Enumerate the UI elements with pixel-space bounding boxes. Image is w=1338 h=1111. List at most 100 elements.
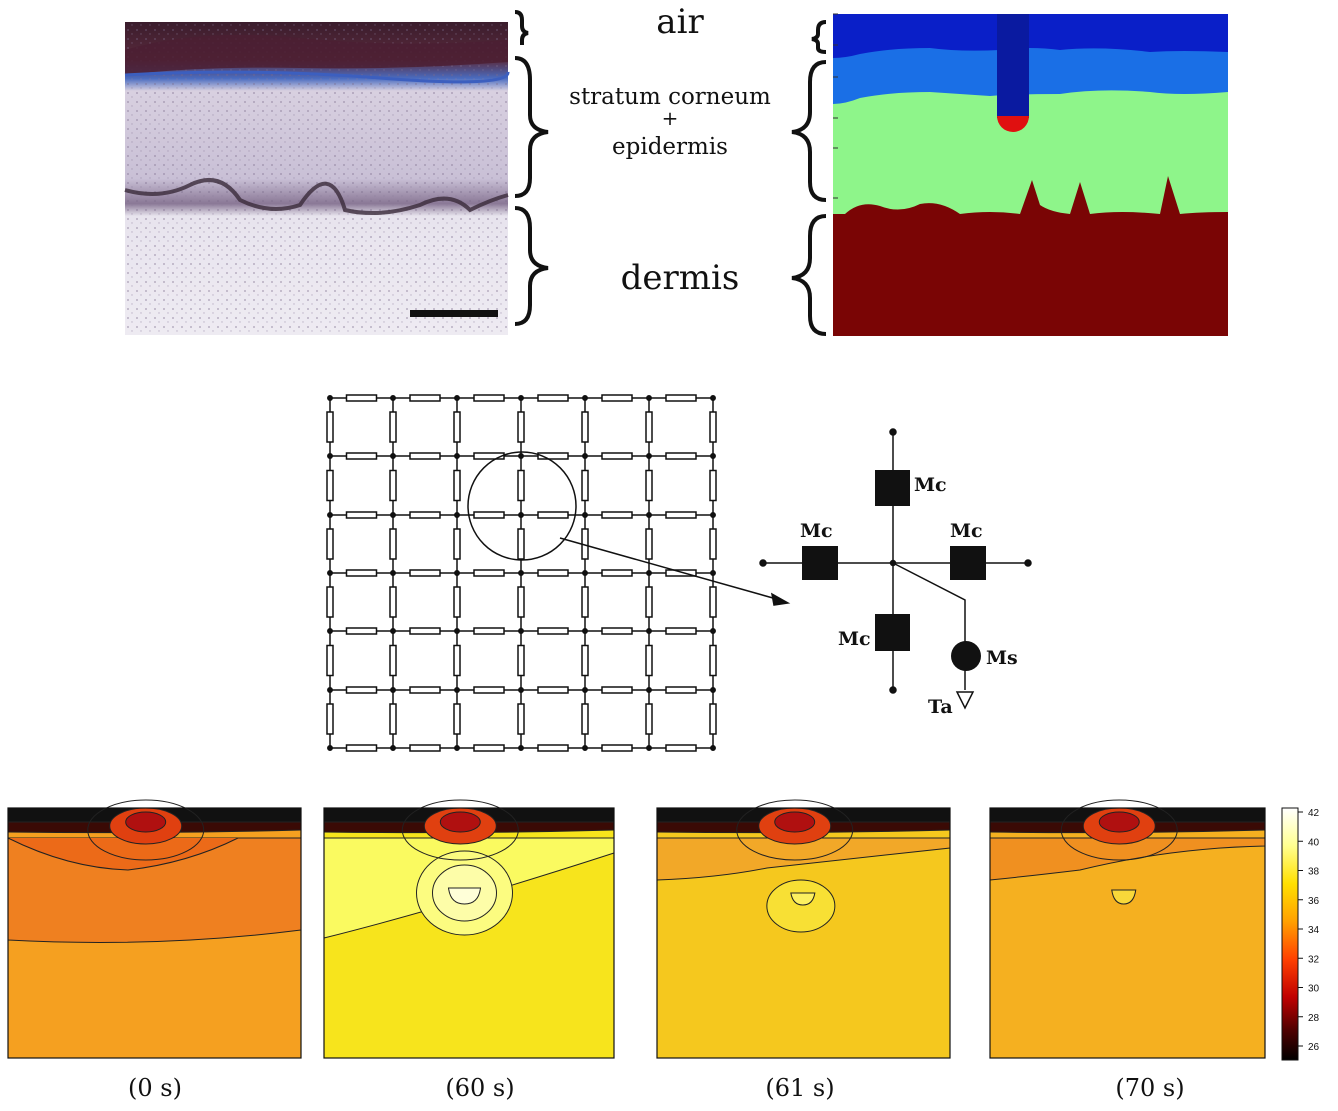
colorbar-tick-label: 34 (1308, 925, 1320, 936)
grid-resistor-v (517, 703, 525, 735)
grid-node (582, 687, 588, 693)
colorbar-tick-label: 40 (1308, 837, 1320, 848)
grid-node (582, 628, 588, 634)
grid-node (327, 687, 333, 693)
grid-resistor-v (517, 469, 525, 502)
probe-tip (997, 116, 1029, 132)
grid-resistor-h (537, 744, 569, 752)
label-mc-left: Mc (800, 520, 833, 542)
grid-resistor-v (326, 469, 334, 502)
label-ms: Ms (986, 647, 1018, 669)
grid-resistor-v (389, 528, 397, 560)
grid-resistor-h (345, 511, 378, 519)
colorbar-tick-label: 42 (1308, 808, 1320, 819)
grid-resistor-h (345, 627, 378, 635)
grid-resistor-v (709, 528, 717, 560)
grid-resistor-v (326, 586, 334, 618)
grid-node (582, 512, 588, 518)
grid-resistor-h (665, 686, 697, 694)
histology-image (124, 22, 510, 335)
grid-resistor-v (517, 528, 525, 560)
mc-left-block (802, 546, 838, 580)
grid-node (518, 395, 524, 401)
grid-resistor-v (389, 644, 397, 677)
grid-resistor-h (409, 627, 441, 635)
grid-resistor-h (473, 744, 505, 752)
colorbar-tick-label: 30 (1308, 984, 1320, 995)
grid-resistor-v (389, 703, 397, 735)
grid-resistor-h (473, 569, 505, 577)
colorbar-tick-label: 32 (1308, 954, 1320, 965)
grid-node (390, 512, 396, 518)
grid-resistor-v (645, 411, 653, 443)
grid-resistor-h (473, 627, 505, 635)
grid-resistor-h (537, 511, 569, 519)
caption-panel-2: (60 s) (445, 1074, 515, 1102)
grid-node (454, 628, 460, 634)
grid-node (454, 453, 460, 459)
grid-node (327, 512, 333, 518)
grid-resistor-v (453, 528, 461, 560)
grid-resistor-v (326, 528, 334, 560)
grid-resistor-h (409, 511, 441, 519)
grid-node (390, 628, 396, 634)
probe (997, 14, 1029, 118)
grid-node (454, 512, 460, 518)
grid-node (646, 395, 652, 401)
grid-resistor-h (601, 394, 633, 402)
grid-node (518, 628, 524, 634)
grid-resistor-v (453, 411, 461, 443)
grid-node (646, 570, 652, 576)
grid-resistor-v (326, 703, 334, 735)
grid-resistor-h (345, 394, 378, 402)
grid-resistor-v (581, 703, 589, 735)
label-mc-bottom: Mc (838, 628, 871, 650)
grid-resistor-v (645, 469, 653, 502)
grid-resistor-v (645, 703, 653, 735)
grid-resistor-v (645, 528, 653, 560)
grid-resistor-h (345, 744, 378, 752)
grid-node (454, 395, 460, 401)
grid-resistor-h (601, 511, 633, 519)
colorbar-tick-label: 36 (1308, 896, 1320, 907)
grid-node (327, 453, 333, 459)
grid-node (327, 745, 333, 751)
grid-resistor-h (537, 569, 569, 577)
grid-resistor-v (709, 586, 717, 618)
grid-resistor-h (665, 452, 697, 460)
magnifier (467, 451, 791, 606)
mc-bottom-block (875, 614, 910, 651)
grid-resistor-h (537, 627, 569, 635)
grid-resistor-h (665, 569, 697, 577)
grid-node (646, 745, 652, 751)
grid-node (390, 687, 396, 693)
grid-node (390, 453, 396, 459)
grid-node (710, 395, 716, 401)
label-mc-top: Mc (914, 474, 947, 496)
label-stratum-line2: + (661, 106, 679, 130)
grid-node (646, 512, 652, 518)
grid-node (390, 395, 396, 401)
thermal-maps (7, 799, 1266, 1059)
grid-resistor-h (473, 452, 505, 460)
colorbar-tick-label: 26 (1308, 1042, 1320, 1053)
grid-resistor-v (645, 644, 653, 677)
grid-resistor-v (581, 586, 589, 618)
histology-braces (514, 10, 549, 326)
grid-node (454, 570, 460, 576)
grid-node (646, 687, 652, 693)
label-mc-right: Mc (950, 520, 983, 542)
grid-node (710, 628, 716, 634)
grid-resistor-v (453, 469, 461, 502)
grid-node (710, 570, 716, 576)
grid-node (582, 570, 588, 576)
grid-resistor-v (709, 703, 717, 735)
grid-node (390, 570, 396, 576)
grid-resistor-h (409, 686, 441, 694)
grid-resistor-h (409, 569, 441, 577)
grid-resistor-v (389, 586, 397, 618)
grid-node (582, 745, 588, 751)
grid-resistor-h (665, 627, 697, 635)
colorbar-tick-label: 38 (1308, 867, 1320, 878)
